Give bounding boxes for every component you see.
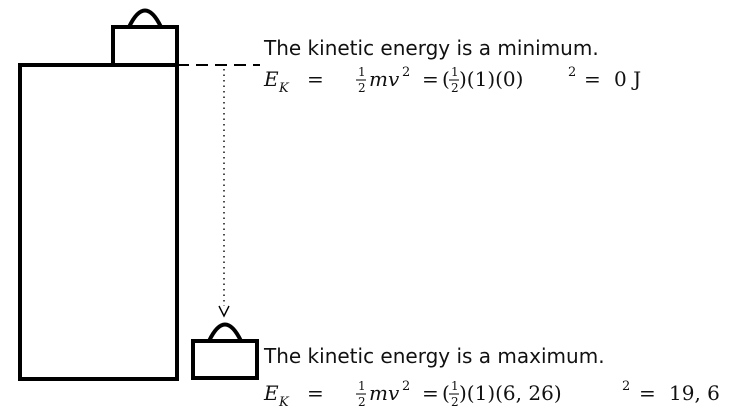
top-mass: [111, 8, 179, 67]
top-formula-subst-superscript: 2: [568, 65, 576, 80]
top-formula-superscript: 2: [402, 65, 410, 80]
top-kinetic-formula: E K = 1 2 mv 2 = ( 1 2 )(1)(0) 2 = 0 J: [263, 65, 641, 96]
top-formula-subst-rest: )(1)(0): [459, 67, 523, 91]
top-formula-frac-num: 1: [358, 65, 366, 79]
bottom-formula-subst-superscript: 2: [622, 379, 630, 394]
bottom-formula-frac-num: 1: [358, 379, 366, 393]
bottom-formula-equals-1: =: [307, 381, 324, 405]
bottom-formula-equals-3: =: [639, 381, 656, 405]
top-formula-subst-open: (: [442, 67, 450, 91]
top-formula-result: 0 J: [614, 67, 641, 91]
top-formula-equals-2: =: [422, 67, 439, 91]
top-formula-symbol: E: [263, 67, 279, 91]
bottom-mass-handle: [207, 322, 243, 342]
bottom-formula-symbol: E: [263, 381, 279, 405]
bottom-formula-subst-rest: )(1)(6, 26): [459, 381, 562, 405]
top-mass-body: [111, 25, 179, 67]
top-kinetic-label: The kinetic energy is a minimum.: [263, 36, 599, 60]
bottom-formula-frac-den: 2: [358, 395, 366, 409]
bottom-formula-equals-2: =: [422, 381, 439, 405]
top-formula-subst-frac-den: 2: [451, 81, 459, 95]
top-formula-frac-den: 2: [358, 81, 366, 95]
bottom-formula-subst-frac-den: 2: [451, 395, 459, 409]
bottom-formula-subst-open: (: [442, 381, 450, 405]
bottom-formula-subscript: K: [278, 395, 290, 410]
bottom-formula-superscript: 2: [402, 379, 410, 394]
top-formula-equals-1: =: [307, 67, 324, 91]
tall-platform: [18, 63, 179, 381]
bottom-mass-body: [191, 339, 259, 380]
bottom-kinetic-label: The kinetic energy is a maximum.: [263, 344, 605, 368]
bottom-formula-subst-frac-num: 1: [451, 379, 459, 393]
bottom-formula-mv: mv: [369, 381, 400, 405]
bottom-formula-result: 19, 6: [669, 381, 720, 405]
bottom-kinetic-formula: E K = 1 2 mv 2 = ( 1 2 )(1)(6, 26) 2 = 1…: [263, 379, 720, 410]
top-formula-subscript: K: [278, 81, 290, 96]
top-formula-mv: mv: [369, 67, 400, 91]
top-mass-handle: [127, 8, 163, 28]
bottom-mass: [191, 322, 259, 380]
top-formula-equals-3: =: [584, 67, 601, 91]
drop-arrow-head-icon: [218, 305, 230, 318]
top-formula-subst-frac-num: 1: [451, 65, 459, 79]
